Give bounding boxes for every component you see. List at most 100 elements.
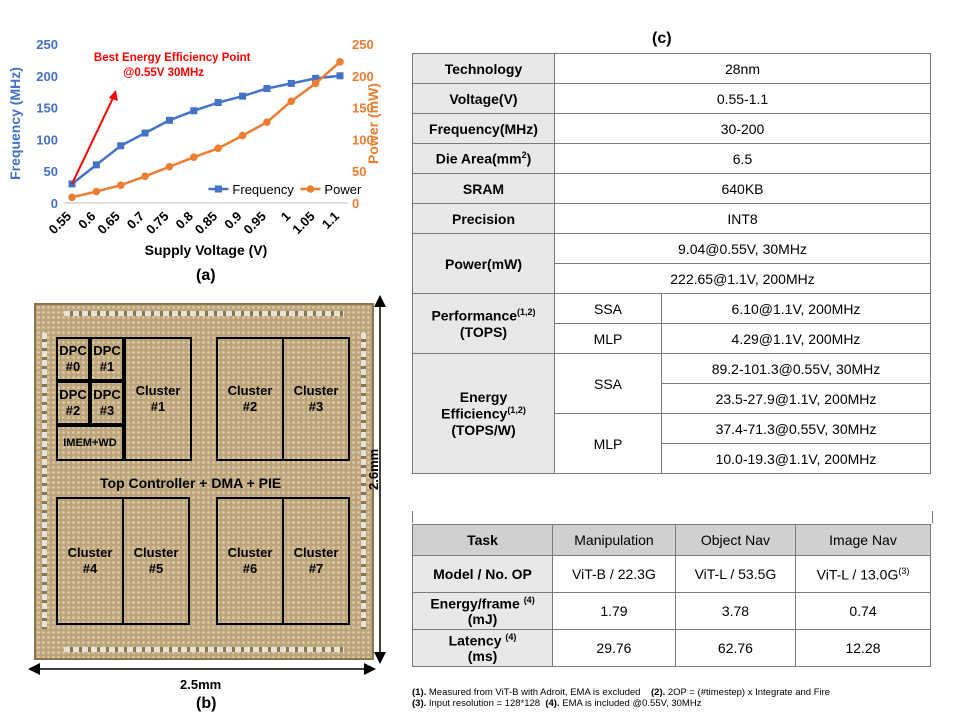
- table-row: Power(mW)9.04@0.55V, 30MHz: [412, 233, 931, 294]
- table-row: Model / No. OP ViT-B / 22.3G ViT-L / 53.…: [412, 555, 932, 593]
- point-frequency: [336, 72, 344, 80]
- task-cell: ViT-L / 53.5G: [674, 555, 796, 593]
- point-power: [287, 97, 296, 106]
- table-row: Energy/frame (4)(mJ) 1.79 3.78 0.74: [412, 592, 932, 630]
- task-label: Latency (4)(ms): [412, 629, 553, 667]
- footnote-line-2: (3). Input resolution = 128*128 (4). EMA…: [412, 698, 702, 709]
- spec-label: Precision: [412, 203, 555, 234]
- task-cell: 29.76: [552, 629, 676, 667]
- y-right-tick-label: 250: [352, 37, 374, 52]
- table-row: 10.0-19.3@1.1V, 200MHz: [413, 443, 931, 474]
- spec-label: SRAM: [412, 173, 555, 204]
- table-row: Voltage(V)0.55-1.1: [412, 83, 931, 114]
- y-left-tick-label: 100: [36, 132, 58, 147]
- caption-b: (b): [196, 695, 217, 712]
- point-frequency: [165, 116, 173, 124]
- dpc-2: DPC #2: [56, 381, 90, 425]
- point-frequency: [117, 142, 125, 150]
- table-row: Latency (4)(ms) 29.76 62.76 12.28: [412, 629, 932, 667]
- point-power: [92, 187, 101, 196]
- point-power: [68, 193, 76, 202]
- spec-label: Voltage(V): [412, 83, 555, 114]
- y-right-tick-label: 0: [352, 196, 359, 211]
- task-cell: 0.74: [794, 592, 932, 630]
- spec-value: 23.5-27.9@1.1V, 200MHz: [661, 383, 931, 414]
- io-pad-row-bottom: [64, 647, 344, 652]
- spec-value: 4.29@1.1V, 200MHz: [661, 323, 931, 354]
- x-tick-label: 1.1: [319, 209, 342, 232]
- imem-wd-block: IMEM+WD: [56, 425, 124, 461]
- x-tick-label: 0.85: [192, 209, 221, 238]
- series-line-power: [71, 60, 341, 199]
- spec-sub-label: SSA: [554, 293, 662, 324]
- task-header: Manipulation: [552, 524, 676, 556]
- cluster-3: Cluster #3: [282, 337, 350, 461]
- x-tick-label: 0.75: [143, 209, 172, 238]
- annotation-line-1: Best Energy Efficiency Point: [94, 52, 251, 64]
- point-power: [165, 162, 174, 171]
- point-frequency: [92, 161, 100, 169]
- legend-frequency-marker: [214, 185, 222, 193]
- table-row: Die Area(mm2)6.5: [412, 143, 931, 174]
- io-pad-col-left: [42, 333, 47, 629]
- task-label: Model / No. OP: [412, 555, 553, 593]
- task-header: Object Nav: [674, 524, 796, 556]
- spec-value: 6.5: [554, 143, 931, 174]
- y-left-tick-label: 150: [36, 101, 58, 116]
- spec-value: 222.65@1.1V, 200MHz: [554, 263, 931, 294]
- annotation-arrowhead: [108, 90, 118, 101]
- legend-frequency-label: Frequency: [232, 182, 294, 197]
- footnote-line-1: (1). Measured from ViT-B with Adroit, EM…: [412, 687, 831, 698]
- y-left-tick-label: 0: [51, 196, 58, 211]
- table-row: 23.5-27.9@1.1V, 200MHz: [413, 383, 931, 414]
- cluster-1: Cluster #1: [124, 337, 192, 461]
- point-power: [116, 181, 125, 189]
- annotation-line-2: @0.55V 30MHz: [123, 67, 204, 79]
- y-left-tick-label: 50: [44, 164, 58, 179]
- die-dimension-arrows: [28, 295, 386, 675]
- spec-value: 6.10@1.1V, 200MHz: [661, 293, 931, 324]
- spec-label: Performance(1,2)(TOPS): [412, 293, 555, 354]
- table-row: 222.65@1.1V, 200MHz: [413, 263, 931, 294]
- x-tick-label: 1: [278, 209, 294, 225]
- annotation-arrow: [71, 91, 117, 185]
- spec-value: 89.2-101.3@0.55V, 30MHz: [661, 353, 931, 384]
- y-left-tick-label: 200: [36, 69, 58, 84]
- task-header: Task: [412, 524, 553, 556]
- task-label: Energy/frame (4)(mJ): [412, 592, 553, 630]
- point-power: [214, 144, 222, 153]
- spec-value: INT8: [554, 203, 931, 234]
- y-left-tick-label: 250: [36, 37, 58, 52]
- point-frequency: [214, 99, 222, 107]
- spec-value: 9.04@0.55V, 30MHz: [554, 233, 931, 264]
- task-cell: 3.78: [674, 592, 796, 630]
- spec-label: Frequency(MHz): [412, 113, 555, 144]
- y-right-tick-label: 150: [352, 101, 374, 116]
- task-cell: ViT-L / 13.0G(3): [794, 555, 932, 593]
- x-tick-label: 0.95: [241, 209, 270, 238]
- point-power: [336, 58, 344, 66]
- io-pad-row-top: [64, 311, 344, 316]
- point-frequency: [263, 85, 271, 93]
- die-height-label: 2.6mm: [366, 448, 381, 490]
- spec-value: 640KB: [554, 173, 931, 204]
- table-row: Frequency(MHz)30-200: [412, 113, 931, 144]
- cluster-7: Cluster #7: [282, 497, 350, 625]
- top-controller-label: Top Controller + DMA + PIE: [100, 475, 282, 491]
- y-right-tick-label: 100: [352, 132, 374, 147]
- x-tick-label: 0.55: [46, 209, 75, 238]
- spec-value: 10.0-19.3@1.1V, 200MHz: [661, 443, 931, 474]
- spec-value: 0.55-1.1: [554, 83, 931, 114]
- point-frequency: [239, 92, 247, 100]
- dpc-3: DPC #3: [90, 381, 124, 425]
- spec-value: 30-200: [554, 113, 931, 144]
- point-frequency: [312, 74, 320, 82]
- point-power: [311, 79, 320, 88]
- spec-sub-label: MLP: [554, 323, 662, 354]
- table-separator: [412, 511, 933, 523]
